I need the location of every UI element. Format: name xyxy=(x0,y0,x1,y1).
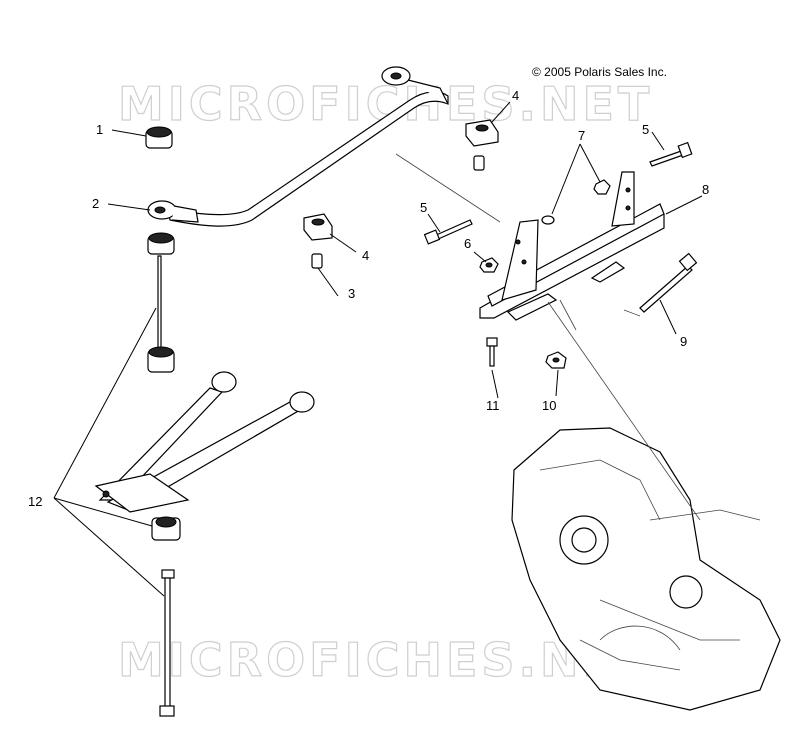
sleeve-part-3 xyxy=(311,155,485,269)
bushing-part-1 xyxy=(145,126,173,149)
nut-part-6 xyxy=(479,257,499,273)
link-assembly-part-12 xyxy=(147,232,181,717)
leader-lines xyxy=(53,101,703,597)
callout-11: 11 xyxy=(486,398,500,413)
bolt-part-9 xyxy=(639,252,698,313)
callout-4-upper: 4 xyxy=(512,88,519,103)
sway-bar xyxy=(147,66,449,227)
callout-7: 7 xyxy=(578,128,585,143)
callout-5-right: 5 xyxy=(642,122,649,137)
clamp-part-4-upper xyxy=(465,119,499,147)
callout-4-lower: 4 xyxy=(362,248,369,263)
callout-2: 2 xyxy=(92,196,99,211)
copyright-notice: © 2005 Polaris Sales Inc. xyxy=(532,65,667,79)
mount-bracket-part-8 xyxy=(479,171,665,321)
clamp-part-4-lower xyxy=(303,213,333,241)
bolt-part-11 xyxy=(486,337,498,367)
callout-1: 1 xyxy=(96,122,103,137)
callout-6: 6 xyxy=(464,236,471,251)
callout-9: 9 xyxy=(680,334,687,349)
nut-part-10 xyxy=(545,351,567,369)
callout-8: 8 xyxy=(702,182,709,197)
engine-frame xyxy=(511,427,781,711)
nut-part-7 xyxy=(541,179,611,225)
callouts: 1 2 3 4 4 5 5 6 7 8 9 10 11 12 xyxy=(28,88,709,509)
callout-3: 3 xyxy=(348,286,355,301)
callout-5-left: 5 xyxy=(420,200,427,215)
callout-12: 12 xyxy=(28,494,42,509)
callout-10: 10 xyxy=(542,398,556,413)
a-arm xyxy=(94,371,315,513)
bolt-part-5-left xyxy=(423,219,473,245)
bolt-part-5-right xyxy=(649,141,693,167)
